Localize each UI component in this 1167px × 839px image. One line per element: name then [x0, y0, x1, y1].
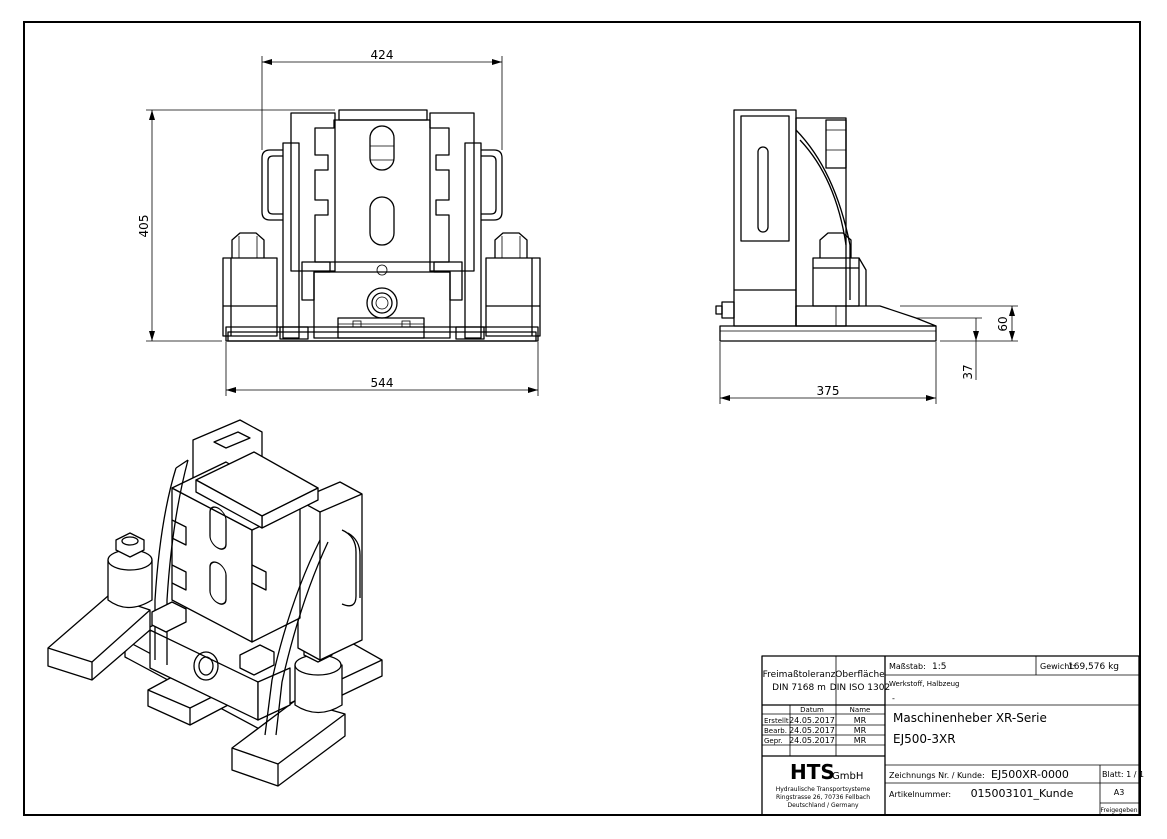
tolerance-label: Freimaßtoleranz	[763, 670, 836, 680]
tolerance-value: DIN 7168 m	[772, 683, 826, 693]
row-label: Erstellt	[764, 717, 789, 725]
row-name: MR	[854, 716, 867, 725]
article-number-value: 015003101_Kunde	[971, 787, 1074, 800]
drawing-frame	[23, 21, 1141, 816]
sheet-format: A3	[1114, 788, 1125, 797]
drawing-number-label: Zeichnungs Nr. / Kunde:	[889, 771, 985, 780]
row-date: 24.05.2017	[789, 736, 835, 745]
dim-424: 424	[371, 48, 394, 62]
surface-value: DIN ISO 1302	[830, 683, 890, 693]
side-view	[715, 109, 937, 342]
dim-544: 544	[371, 376, 394, 390]
scale-value: 1:5	[932, 662, 946, 672]
dim-37: 37	[961, 364, 975, 379]
scale-label: Maßstab:	[889, 662, 926, 671]
article-number-label: Artikelnummer:	[889, 790, 951, 799]
title-block: Freimaßtoleranz DIN 7168 m Oberfläche DI…	[761, 655, 1144, 816]
row-label: Bearb.	[764, 727, 787, 735]
sheet-number: Blatt: 1 / 1	[1102, 770, 1144, 779]
row-label: Gepr.	[764, 737, 783, 745]
dim-375: 375	[817, 384, 840, 398]
row-date: 24.05.2017	[789, 716, 835, 725]
title-line-2: EJ500-3XR	[893, 732, 956, 746]
row-name: MR	[854, 736, 867, 745]
col-date: Datum	[800, 706, 824, 714]
dim-405: 405	[137, 215, 151, 238]
weight-value: 169,576 kg	[1068, 662, 1119, 672]
company-line-1: Hydraulische Transportsysteme	[776, 786, 871, 793]
col-name: Name	[850, 706, 871, 714]
row-name: MR	[854, 726, 867, 735]
row-date: 24.05.2017	[789, 726, 835, 735]
title-line-1: Maschinenheber XR-Serie	[893, 711, 1047, 725]
company-logo-text: HTS	[790, 760, 835, 784]
company-line-2: Ringstrasse 26, 70736 Fellbach	[776, 794, 870, 801]
front-view	[222, 109, 541, 342]
isometric-view	[47, 419, 383, 787]
company-line-3: Deutschland / Germany	[787, 802, 859, 809]
material-label: Werkstoff, Halbzeug	[889, 680, 960, 688]
weight-label: Gewicht:	[1040, 662, 1075, 671]
side-view-dimensions: 375 60 37	[719, 305, 1018, 404]
front-view-dimensions: 424 405 544	[137, 48, 539, 396]
drawing-number-value: EJ500XR-0000	[991, 768, 1069, 781]
dim-60: 60	[996, 316, 1010, 331]
surface-label: Oberfläche	[835, 670, 885, 680]
released-label: Freigegeben	[1100, 807, 1137, 814]
material-value: -	[892, 694, 895, 703]
company-suffix: GmbH	[832, 771, 863, 782]
